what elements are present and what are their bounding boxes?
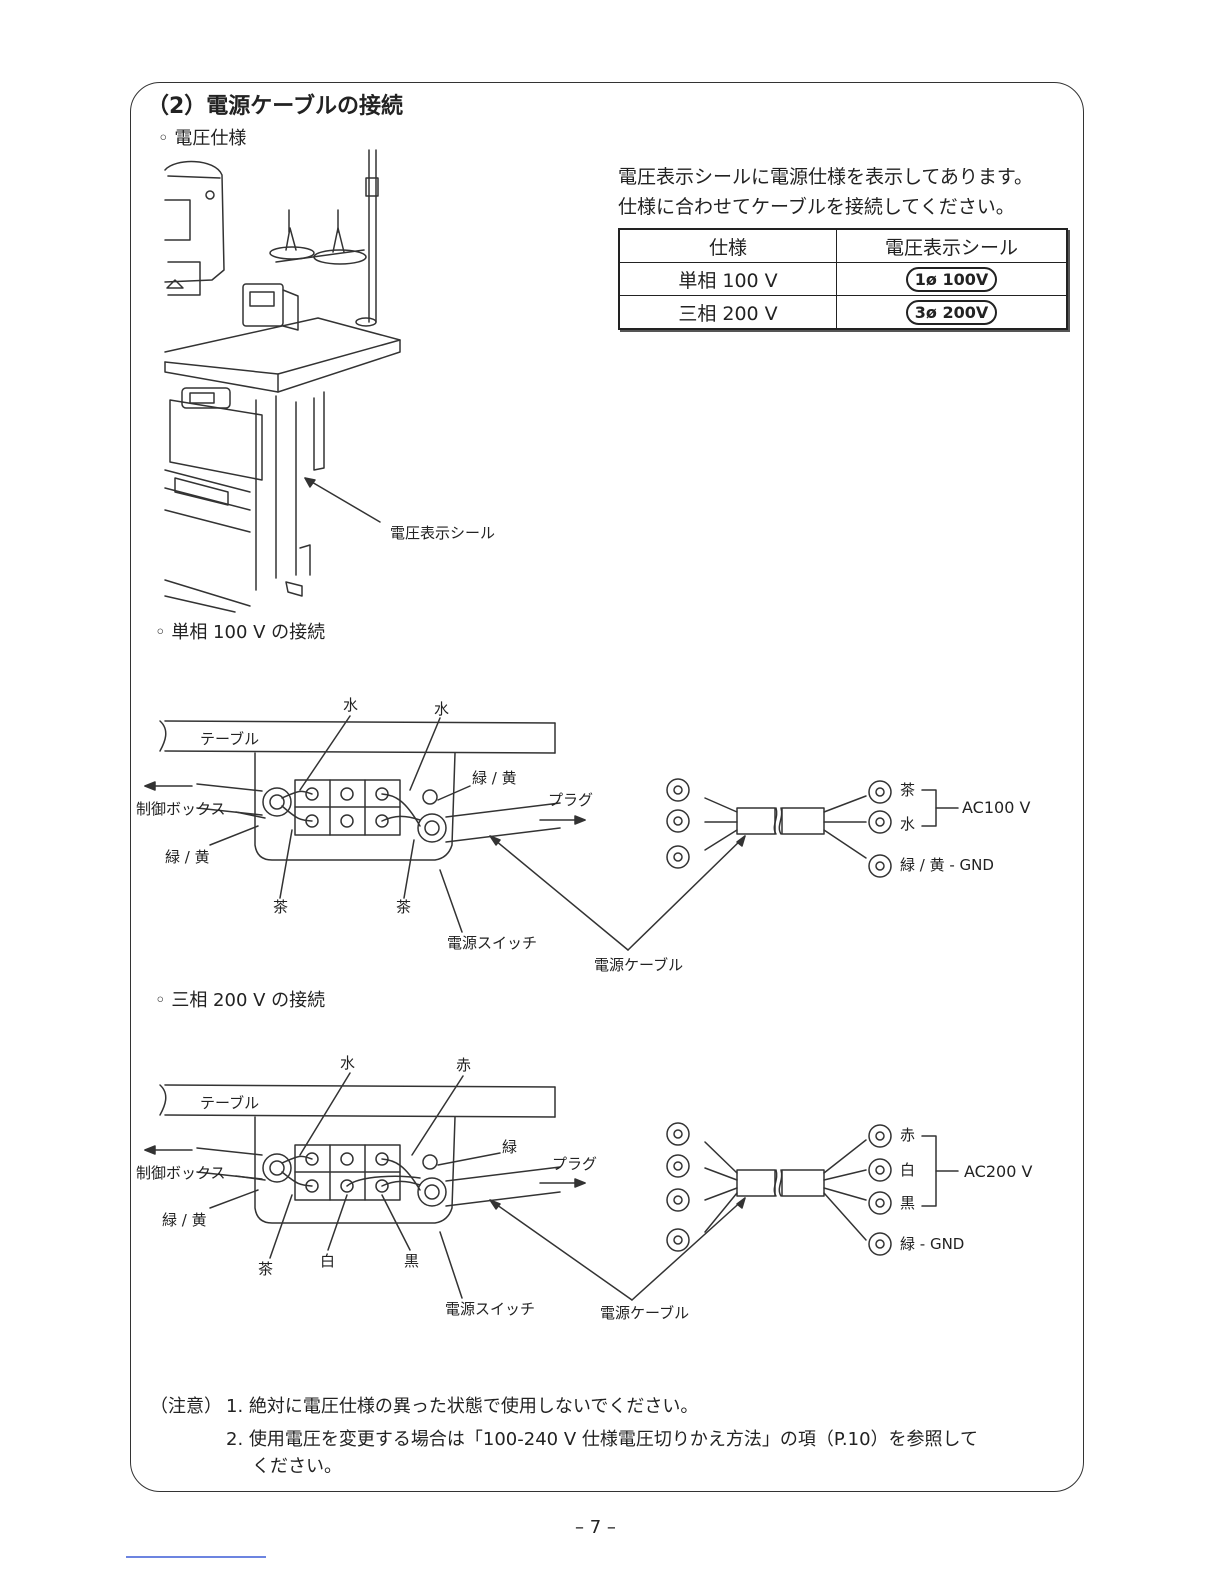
three-black-label: 黒 (404, 1252, 420, 1270)
single-ac-label: AC100 V (962, 798, 1031, 817)
single-power-switch-label: 電源スイッチ (447, 934, 538, 952)
single-power-cable-label: 電源ケーブル (594, 956, 684, 974)
three-white-label: 白 (320, 1252, 336, 1270)
three-cable-white: 白 (900, 1161, 916, 1179)
single-plug-label: プラグ (548, 791, 594, 809)
three-table-label: テーブル (200, 1094, 260, 1112)
voltage-spec-heading: ◦ 電圧仕様 (158, 128, 247, 149)
intro-line-2: 仕様に合わせてケーブルを接続してください。 (618, 196, 1015, 218)
intro-line-1: 電圧表示シールに電源仕様を表示してあります。 (618, 166, 1033, 188)
voltage-seal-badge: 1ø 100V (905, 266, 998, 292)
spec-table: 仕様 電圧表示シール 単相 100 V 1ø 100V 三相 200 V 3ø … (618, 228, 1068, 330)
single-water-label-1: 水 (343, 696, 359, 714)
table-row: 三相 200 V 3ø 200V (618, 295, 1068, 330)
spec-cell: 三相 200 V (618, 295, 837, 330)
single-green-yellow-right: 緑 / 黄 (472, 769, 517, 787)
seal-cell: 3ø 200V (836, 295, 1068, 330)
sewing-table-illustration (164, 149, 401, 613)
three-control-box-label: 制御ボックス (136, 1164, 226, 1182)
single-cable-water: 水 (900, 815, 916, 833)
voltage-seal-badge: 3ø 200V (905, 299, 998, 325)
single-phase-diagram (144, 715, 959, 951)
single-water-label-2: 水 (434, 700, 450, 718)
single-cable-brown: 茶 (900, 781, 916, 799)
notes-prefix: （注意） (150, 1396, 222, 1417)
page-frame (130, 82, 1084, 1492)
spec-cell: 単相 100 V (618, 262, 837, 296)
three-green-label: 緑 (502, 1138, 518, 1156)
single-brown-label-2: 茶 (396, 898, 412, 916)
three-red-label: 赤 (456, 1056, 472, 1074)
single-control-box-label: 制御ボックス (136, 800, 226, 818)
single-green-yellow-left: 緑 / 黄 (165, 848, 210, 866)
seal-header: 電圧表示シール (836, 228, 1068, 263)
spec-header: 仕様 (618, 228, 837, 263)
three-phase-diagram (144, 1072, 959, 1301)
three-cable-black: 黒 (900, 1194, 916, 1212)
section-title: （2）電源ケーブルの接続 (147, 94, 403, 119)
three-cable-gnd: 緑 - GND (900, 1235, 965, 1253)
three-brown-label: 茶 (258, 1260, 274, 1278)
single-table-label: テーブル (200, 730, 260, 748)
single-brown-label-1: 茶 (273, 898, 289, 916)
note-item-2-line-1: 2. 使用電圧を変更する場合は「100-240 V 仕様電圧切りかえ方法」の項（… (226, 1429, 978, 1450)
three-power-switch-label: 電源スイッチ (445, 1300, 536, 1318)
table-row: 単相 100 V 1ø 100V (618, 262, 1068, 296)
single-phase-heading: ◦ 単相 100 V の接続 (155, 622, 326, 643)
three-green-yellow-left: 緑 / 黄 (162, 1211, 207, 1229)
single-cable-gnd: 緑 / 黄 - GND (900, 856, 994, 874)
three-plug-label: プラグ (552, 1155, 598, 1173)
note-item-2-line-2: ください。 (252, 1456, 342, 1477)
page-number: – 7 – (575, 1517, 616, 1538)
note-item-1: 1. 絶対に電圧仕様の異った状態で使用しないでください。 (226, 1396, 699, 1417)
three-cable-red: 赤 (900, 1126, 916, 1144)
three-power-cable-label: 電源ケーブル (600, 1304, 690, 1322)
seal-callout-label: 電圧表示シール (390, 524, 496, 542)
spec-table-header-row: 仕様 電圧表示シール (618, 228, 1068, 263)
three-water-label: 水 (340, 1054, 356, 1072)
three-phase-heading: ◦ 三相 200 V の接続 (155, 990, 326, 1011)
three-ac-label: AC200 V (964, 1162, 1033, 1181)
seal-cell: 1ø 100V (836, 262, 1068, 296)
